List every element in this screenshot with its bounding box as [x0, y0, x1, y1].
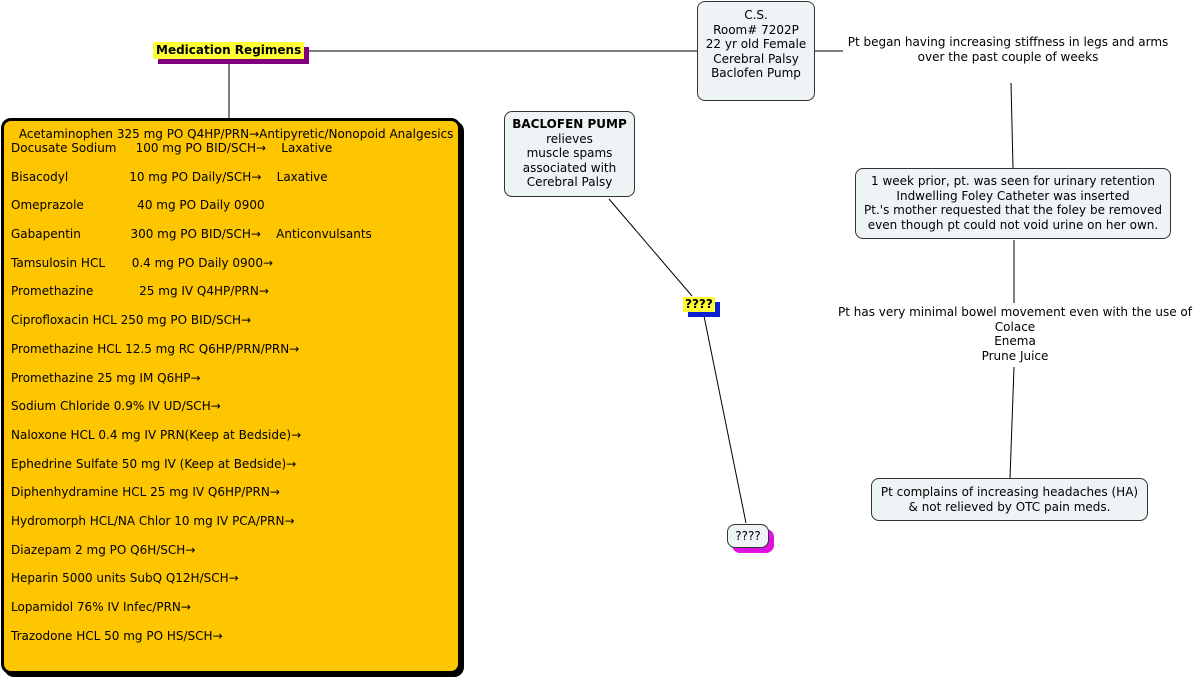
headache-node[interactable]: Pt complains of increasing headaches (HA…: [871, 478, 1148, 521]
medication-item: Omeprazole 40 mg PO Daily 0900: [11, 198, 265, 213]
bowel-line: Colace: [994, 319, 1036, 334]
baclofen-heading: BACLOFEN PUMP: [512, 117, 627, 131]
urinary-line: Pt.'s mother requested that the foley be…: [864, 203, 1162, 217]
question-label[interactable]: ????: [683, 297, 715, 312]
bowel-line: Enema: [994, 334, 1036, 348]
medication-item: Sodium Chloride 0.9% IV UD/SCH→: [11, 399, 221, 414]
medication-item: Hydromorph HCL/NA Chlor 10 mg IV PCA/PRN…: [11, 513, 295, 528]
question-node-text: ????: [735, 529, 761, 543]
medication-item: Ciprofloxacin HCL 250 mg PO BID/SCH→: [11, 313, 252, 328]
medication-list: Docusate Sodium 100 mg PO BID/SCH→ Laxat…: [11, 141, 458, 643]
patient-info-node[interactable]: C.S. Room# 7202P 22 yr old Female Cerebr…: [697, 1, 815, 101]
urinary-retention-node[interactable]: 1 week prior, pt. was seen for urinary r…: [855, 168, 1171, 239]
medication-item: Promethazine 25 mg IV Q4HP/PRN→: [11, 284, 269, 299]
headache-line: & not relieved by OTC pain meds.: [908, 499, 1111, 514]
medication-item: Naloxone HCL 0.4 mg IV PRN(Keep at Bedsi…: [11, 427, 302, 442]
baclofen-line: associated with: [522, 160, 617, 175]
patient-diagnosis: Cerebral Palsy: [713, 51, 799, 66]
baclofen-line: Cerebral Palsy: [526, 175, 613, 189]
medication-item: Tamsulosin HCL 0.4 mg PO Daily 0900→: [11, 255, 274, 270]
medication-item: Acetaminophen 325 mg PO Q4HP/PRN→Antipyr…: [15, 127, 454, 141]
patient-device: Baclofen Pump: [711, 66, 801, 80]
bowel-line: Pt has very minimal bowel movement even …: [838, 305, 1192, 319]
medication-regimens-text: Medication Regimens: [156, 43, 302, 57]
medication-item: Docusate Sodium 100 mg PO BID/SCH→ Laxat…: [11, 141, 333, 155]
stiffness-line: over the past couple of weeks: [917, 49, 1099, 64]
bowel-movement-node[interactable]: Pt has very minimal bowel movement even …: [830, 305, 1195, 363]
headache-line: Pt complains of increasing headaches (HA…: [880, 485, 1139, 499]
question-label-text: ????: [685, 297, 713, 311]
stiffness-line: Pt began having increasing stiffness in …: [847, 35, 1169, 49]
link-question-to-question-node: [703, 315, 747, 524]
link-bowel-to-headache: [1009, 366, 1015, 479]
urinary-line: even though pt could not void urine on h…: [867, 217, 1159, 232]
urinary-line: Indwelling Foley Catheter was inserted: [896, 188, 1130, 203]
medication-item: Diphenhydramine HCL 25 mg IV Q6HP/PRN→: [11, 485, 280, 500]
medication-list-box[interactable]: Acetaminophen 325 mg PO Q4HP/PRN→Antipyr…: [1, 118, 461, 674]
patient-age-sex: 22 yr old Female: [705, 37, 807, 51]
medication-item: Heparin 5000 units SubQ Q12H/SCH→: [11, 571, 239, 586]
baclofen-pump-node[interactable]: BACLOFEN PUMP relieves muscle spams asso…: [504, 111, 635, 197]
medication-item: Ephedrine Sulfate 50 mg IV (Keep at Beds…: [11, 456, 297, 471]
stiffness-node[interactable]: Pt began having increasing stiffness in …: [843, 35, 1173, 64]
medication-regimens-label[interactable]: Medication Regimens: [153, 42, 305, 59]
baclofen-line: relieves: [546, 131, 593, 146]
link-stiffness-to-urinary: [1010, 82, 1014, 169]
patient-initials: C.S.: [744, 8, 768, 22]
patient-room: Room# 7202P: [713, 22, 799, 37]
medication-item: Trazodone HCL 50 mg PO HS/SCH→: [11, 628, 223, 643]
medication-item: Promethazine HCL 12.5 mg RC Q6HP/PRN/PRN…: [11, 341, 300, 356]
medication-item: Gabapentin 300 mg PO BID/SCH→ Anticonvul…: [11, 227, 372, 242]
medication-item: Lopamidol 76% IV Infec/PRN→: [11, 600, 191, 614]
medication-item: Promethazine 25 mg IM Q6HP→: [11, 370, 201, 385]
baclofen-line: muscle spams: [526, 146, 613, 160]
link-baclofen-to-question: [608, 198, 693, 297]
question-node[interactable]: ????: [727, 524, 769, 548]
bowel-line: Prune Juice: [981, 348, 1049, 363]
medication-item: Diazepam 2 mg PO Q6H/SCH→: [11, 542, 196, 557]
medication-item: Bisacodyl 10 mg PO Daily/SCH→ Laxative: [11, 169, 328, 184]
urinary-line: 1 week prior, pt. was seen for urinary r…: [871, 174, 1155, 188]
